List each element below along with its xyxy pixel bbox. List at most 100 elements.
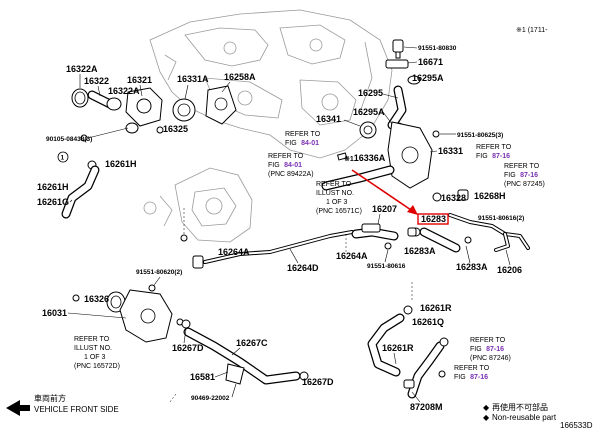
part-label-16295A-top: 16295A bbox=[412, 73, 444, 83]
part-label-16261H-left: 16261H bbox=[37, 182, 69, 192]
ref-16571C-line1: REFER TO bbox=[316, 181, 352, 188]
part-label-16331: 16331 bbox=[438, 146, 463, 156]
part-number-91551-80625: 91551-80625 bbox=[457, 132, 496, 139]
water-outlet-group bbox=[321, 121, 440, 191]
part-label-16322A-b: 16322A bbox=[108, 86, 140, 96]
ref-87245-line2: FIG 87-16 bbox=[504, 164, 538, 181]
part-label-16322A-a: 16322A bbox=[66, 64, 98, 74]
lower-hose-group bbox=[169, 319, 309, 403]
part-label-16261R-b: 16261R bbox=[382, 343, 414, 353]
part-label-16261R-a: 16261R bbox=[420, 303, 452, 313]
ref-87-16-b-fig-number: 87-16 bbox=[470, 374, 488, 381]
part-label-16336A: ※116336A bbox=[344, 153, 386, 163]
part-label-16283A-b: 16283A bbox=[456, 262, 488, 272]
part-label-91551-80620: 91551-80620(2) bbox=[136, 269, 182, 276]
part-label-91551-80616: 91551-80616 bbox=[367, 263, 406, 270]
arrow-left-icon bbox=[6, 400, 30, 416]
ref-87-16-b-fig-word: FIG bbox=[454, 374, 466, 381]
vehicle-front-indicator: 車両前方 VEHICLE FRONT SIDE bbox=[6, 393, 119, 416]
ref-87-16-b-line2: FIG 87-16 bbox=[454, 366, 488, 383]
circled-number-1-icon: 1 bbox=[61, 155, 65, 162]
part-label-16268H: 16268H bbox=[474, 191, 506, 201]
part-label-16283A-a: 16283A bbox=[404, 246, 436, 256]
ref-84-01-fig-number: 84-01 bbox=[301, 140, 319, 147]
part-number-90105-08438: 90105-08438 bbox=[46, 136, 85, 143]
ref-84-01-line1: REFER TO bbox=[285, 131, 321, 138]
ref-87245-fig-word: FIG bbox=[504, 172, 516, 179]
part-label-16283: 16283 bbox=[421, 214, 446, 224]
thermostat-group bbox=[71, 85, 237, 142]
part-label-90105-08438: 90105-08438(3) bbox=[46, 136, 92, 143]
part-label-16321: 16321 bbox=[127, 75, 152, 85]
part-number-91551-80616-2: 91551-80616 bbox=[478, 215, 517, 222]
part-label-91551-80625: 91551-80625(3) bbox=[457, 132, 503, 139]
part-label-87208M: 87208M bbox=[410, 402, 443, 412]
part-label-16267D-a: 16267D bbox=[172, 343, 204, 353]
ref-16572D-line1: REFER TO bbox=[74, 336, 110, 343]
ref-16571C-line3: 1 OF 3 bbox=[326, 199, 348, 206]
bypass-pipe-center bbox=[180, 208, 417, 269]
ref-87246-fig-number: 87-16 bbox=[486, 346, 504, 353]
part-label-16671: 16671 bbox=[418, 57, 443, 67]
highlight-arrowhead bbox=[407, 205, 418, 215]
part-qty-91551-80620: (2) bbox=[174, 269, 182, 276]
ref-84-01-line2: FIG 84-01 bbox=[285, 132, 319, 149]
ref-89422A-line2: FIG 84-01 bbox=[268, 154, 302, 171]
ref-89422A-line1: REFER TO bbox=[268, 153, 304, 160]
bypass-hose-left: 1 bbox=[57, 151, 100, 219]
part-number-91551-80620: 91551-80620 bbox=[136, 269, 175, 276]
ref-87-16-a-fig-number: 87-16 bbox=[492, 153, 510, 160]
part-label-16206: 16206 bbox=[497, 265, 522, 275]
ref-87-16-a-fig-word: FIG bbox=[476, 153, 488, 160]
ref-84-01-fig-word: FIG bbox=[285, 140, 297, 147]
part-label-16261G: 16261G bbox=[37, 197, 69, 207]
part-label-16207: 16207 bbox=[372, 204, 397, 214]
highlight-arrow bbox=[351, 169, 415, 213]
ref-89422A-fig-number: 84-01 bbox=[284, 162, 302, 169]
ref-89422A-line3: (PNC 89422A) bbox=[268, 171, 314, 178]
part-label-16261Q: 16261Q bbox=[412, 317, 444, 327]
ref-16571C-line4: (PNC 16571C) bbox=[316, 208, 362, 215]
diagram-id: 166533D bbox=[560, 421, 593, 430]
ref-87245-line1: REFER TO bbox=[504, 163, 540, 170]
part-label-16581: 16581 bbox=[190, 372, 215, 382]
part-label-16258A: 16258A bbox=[224, 72, 256, 82]
ref-89422A-fig-word: FIG bbox=[268, 162, 280, 169]
part-label-16264A-b: 16264A bbox=[336, 251, 368, 261]
part-label-16295A-mid: 16295A bbox=[353, 107, 385, 117]
ref-87246-line3: (PNC 87246) bbox=[470, 355, 511, 362]
legend-mark-jp: ◆ bbox=[483, 403, 490, 412]
legend-text-en: Non-reusable part bbox=[492, 413, 557, 422]
ref-87246-line2: FIG 87-16 bbox=[470, 338, 504, 355]
ref-87246-fig-word: FIG bbox=[470, 346, 482, 353]
legend-mark-en: ◆ bbox=[483, 413, 490, 422]
heater-hose-lower bbox=[367, 282, 449, 399]
part-label-16295: 16295 bbox=[358, 88, 383, 98]
part-label-91551-80616-2: 91551-80616(2) bbox=[478, 215, 524, 222]
part-label-91551-80830: 91551-80830 bbox=[418, 45, 457, 52]
header-note: ※1 (1711- bbox=[516, 27, 548, 34]
part-label-16031: 16031 bbox=[42, 308, 67, 318]
heater-pipe-group bbox=[411, 189, 530, 253]
ref-16572D-line2: ILLUST NO. bbox=[74, 345, 112, 352]
part-label-16264D: 16264D bbox=[287, 263, 319, 273]
part-label-16267C: 16267C bbox=[236, 338, 268, 348]
part-label-16264A-a: 16264A bbox=[218, 247, 250, 257]
part-label-16341: 16341 bbox=[316, 114, 341, 124]
part-label-16328: 16328 bbox=[441, 193, 466, 203]
ref-87245-fig-number: 87-16 bbox=[520, 172, 538, 179]
ref-16571C-line2: ILLUST NO. bbox=[316, 190, 354, 197]
part-qty-91551-80616-2: (2) bbox=[516, 215, 524, 222]
part-qty-90105-08438: (3) bbox=[84, 136, 92, 143]
ref-87246-line1: REFER TO bbox=[470, 337, 506, 344]
ref-16572D-line4: (PNC 16572D) bbox=[74, 363, 120, 370]
part-qty-91551-80625: (3) bbox=[495, 132, 503, 139]
legend-text-jp: 再使用不可部品 bbox=[492, 402, 548, 412]
part-label-16261H-top: 16261H bbox=[105, 159, 137, 169]
ref-87-16-a-line1: REFER TO bbox=[476, 144, 512, 151]
ref-16572D-line3: 1 OF 3 bbox=[84, 354, 106, 361]
bypass-pipe-group bbox=[385, 39, 421, 134]
part-label-16322: 16322 bbox=[84, 76, 109, 86]
vehicle-front-en: VEHICLE FRONT SIDE bbox=[34, 405, 119, 414]
part-label-90469-22002: 90469-22002 bbox=[191, 395, 230, 402]
